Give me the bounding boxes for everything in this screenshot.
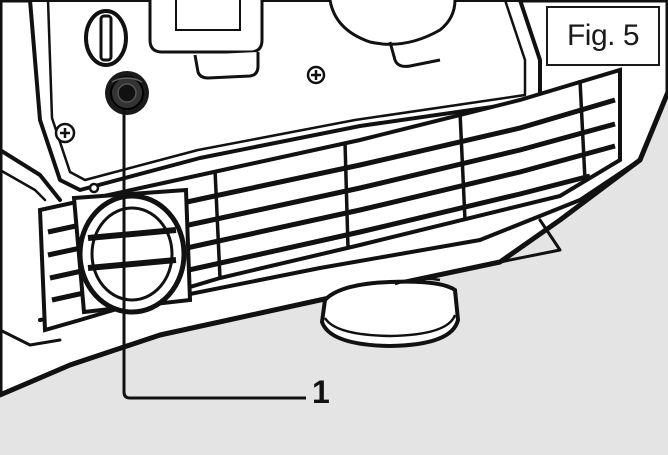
screw-icon xyxy=(54,65,326,194)
foot xyxy=(319,277,461,349)
round-cover xyxy=(71,187,193,315)
top-controls xyxy=(148,0,457,80)
figure-label: Fig. 5 xyxy=(546,6,660,66)
callout-number-1: 1 xyxy=(312,374,330,410)
cable-gland xyxy=(105,71,149,115)
callout-leader xyxy=(122,110,306,400)
knob xyxy=(84,9,128,67)
